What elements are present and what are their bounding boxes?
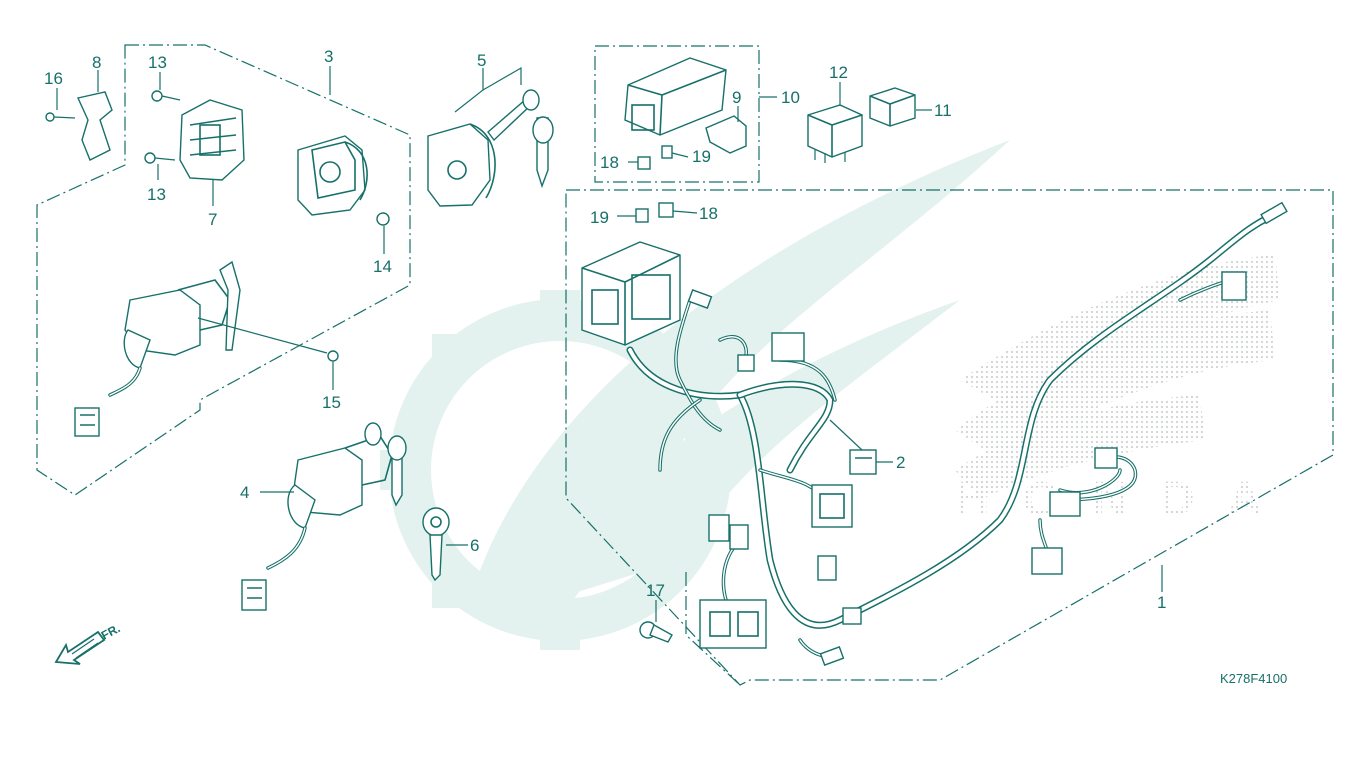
callout-13-bottom: 13 xyxy=(147,185,166,204)
seat-lock-assembly-upper xyxy=(74,260,241,437)
bracket xyxy=(77,91,113,161)
screw-13a xyxy=(151,90,181,102)
connector-blocks xyxy=(687,201,1288,666)
callout-2: 2 xyxy=(896,453,905,472)
front-direction-label: FR. xyxy=(99,621,123,642)
callout-3: 3 xyxy=(324,47,333,66)
terminal-18b xyxy=(658,202,674,218)
connector-2 xyxy=(849,449,877,475)
callout-labels: 1 2 3 4 5 6 7 8 9 10 11 12 13 13 14 15 1… xyxy=(44,47,1287,686)
screw-14 xyxy=(376,212,390,226)
lock-cylinder-housing xyxy=(297,135,368,216)
connector-9 xyxy=(705,115,747,154)
callout-17: 17 xyxy=(646,581,665,600)
relay-group-frame xyxy=(594,45,760,183)
callout-19-relay: 19 xyxy=(692,147,711,166)
callout-1: 1 xyxy=(1157,593,1166,612)
leader-lines xyxy=(56,66,1163,622)
screw-13b xyxy=(144,152,176,164)
callout-12: 12 xyxy=(829,63,848,82)
callout-15: 15 xyxy=(322,393,341,412)
front-direction-arrow-icon: FR. xyxy=(54,621,123,665)
callout-14: 14 xyxy=(373,257,392,276)
callout-10: 10 xyxy=(781,88,800,107)
screw-16 xyxy=(45,112,76,122)
relay-12 xyxy=(807,104,863,163)
ignition-switch-body xyxy=(179,99,245,181)
relay-11 xyxy=(869,87,916,127)
blank-key xyxy=(422,507,450,582)
callout-4: 4 xyxy=(240,483,249,502)
callout-5: 5 xyxy=(477,51,486,70)
callout-11: 11 xyxy=(934,101,952,120)
callout-18-harness: 18 xyxy=(699,204,718,223)
terminal-19b xyxy=(635,208,649,223)
harness-group-frame xyxy=(565,189,1334,686)
fuse-box xyxy=(581,241,681,346)
callout-18-relay: 18 xyxy=(600,153,619,172)
callout-6: 6 xyxy=(470,536,479,555)
seat-lock-assembly xyxy=(241,422,407,611)
callout-8: 8 xyxy=(92,53,101,72)
bolt-17 xyxy=(639,621,673,643)
diagram-code: K278F4100 xyxy=(1220,671,1287,686)
control-unit xyxy=(624,57,727,136)
callout-19-harness: 19 xyxy=(590,208,609,227)
callout-9: 9 xyxy=(732,88,741,107)
callout-13-top: 13 xyxy=(148,53,167,72)
terminal-18a xyxy=(637,156,651,170)
callout-7: 7 xyxy=(208,210,217,229)
screw-15 xyxy=(327,350,339,362)
key-set-group-frame xyxy=(36,44,411,496)
terminal-19a xyxy=(661,145,673,159)
key-cylinder-set xyxy=(427,89,554,207)
callout-16: 16 xyxy=(44,69,63,88)
